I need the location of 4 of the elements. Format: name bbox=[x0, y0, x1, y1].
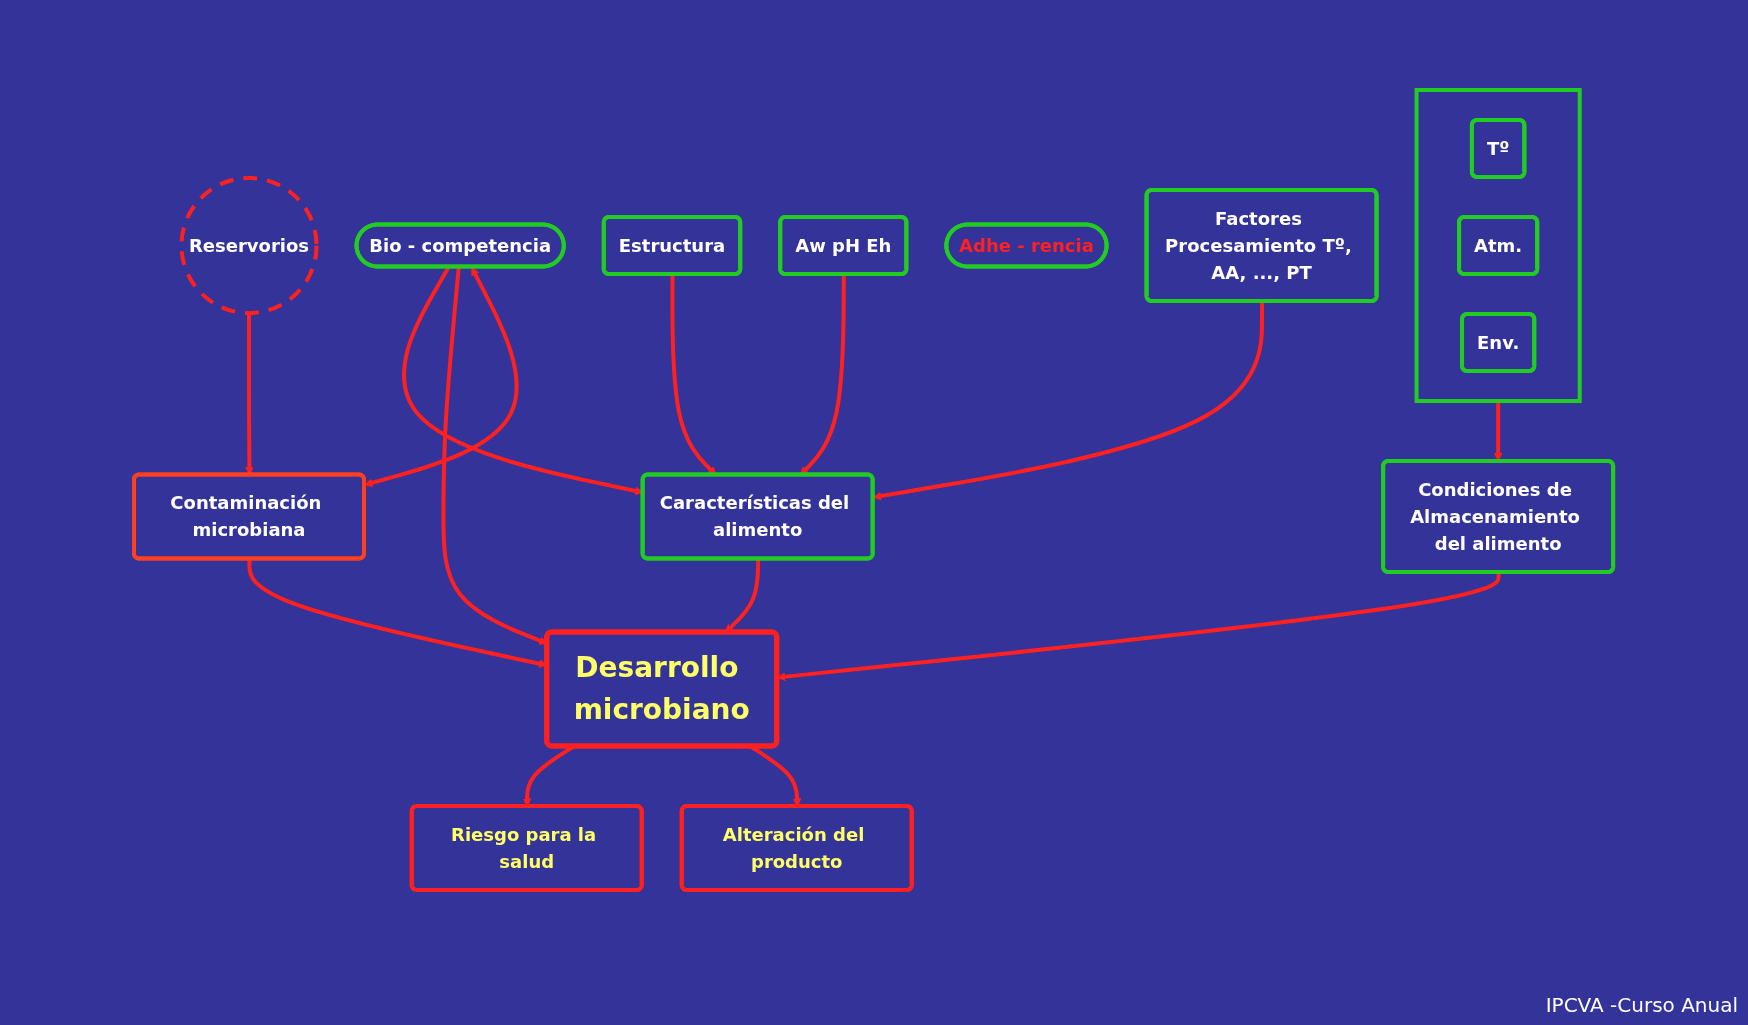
cluster bbox=[1415, 88, 1583, 403]
footer-note: IPCVA -Curso Anual bbox=[1545, 993, 1738, 1017]
arrow bbox=[1494, 401, 1503, 462]
node-circle: Reservorios bbox=[179, 175, 319, 316]
